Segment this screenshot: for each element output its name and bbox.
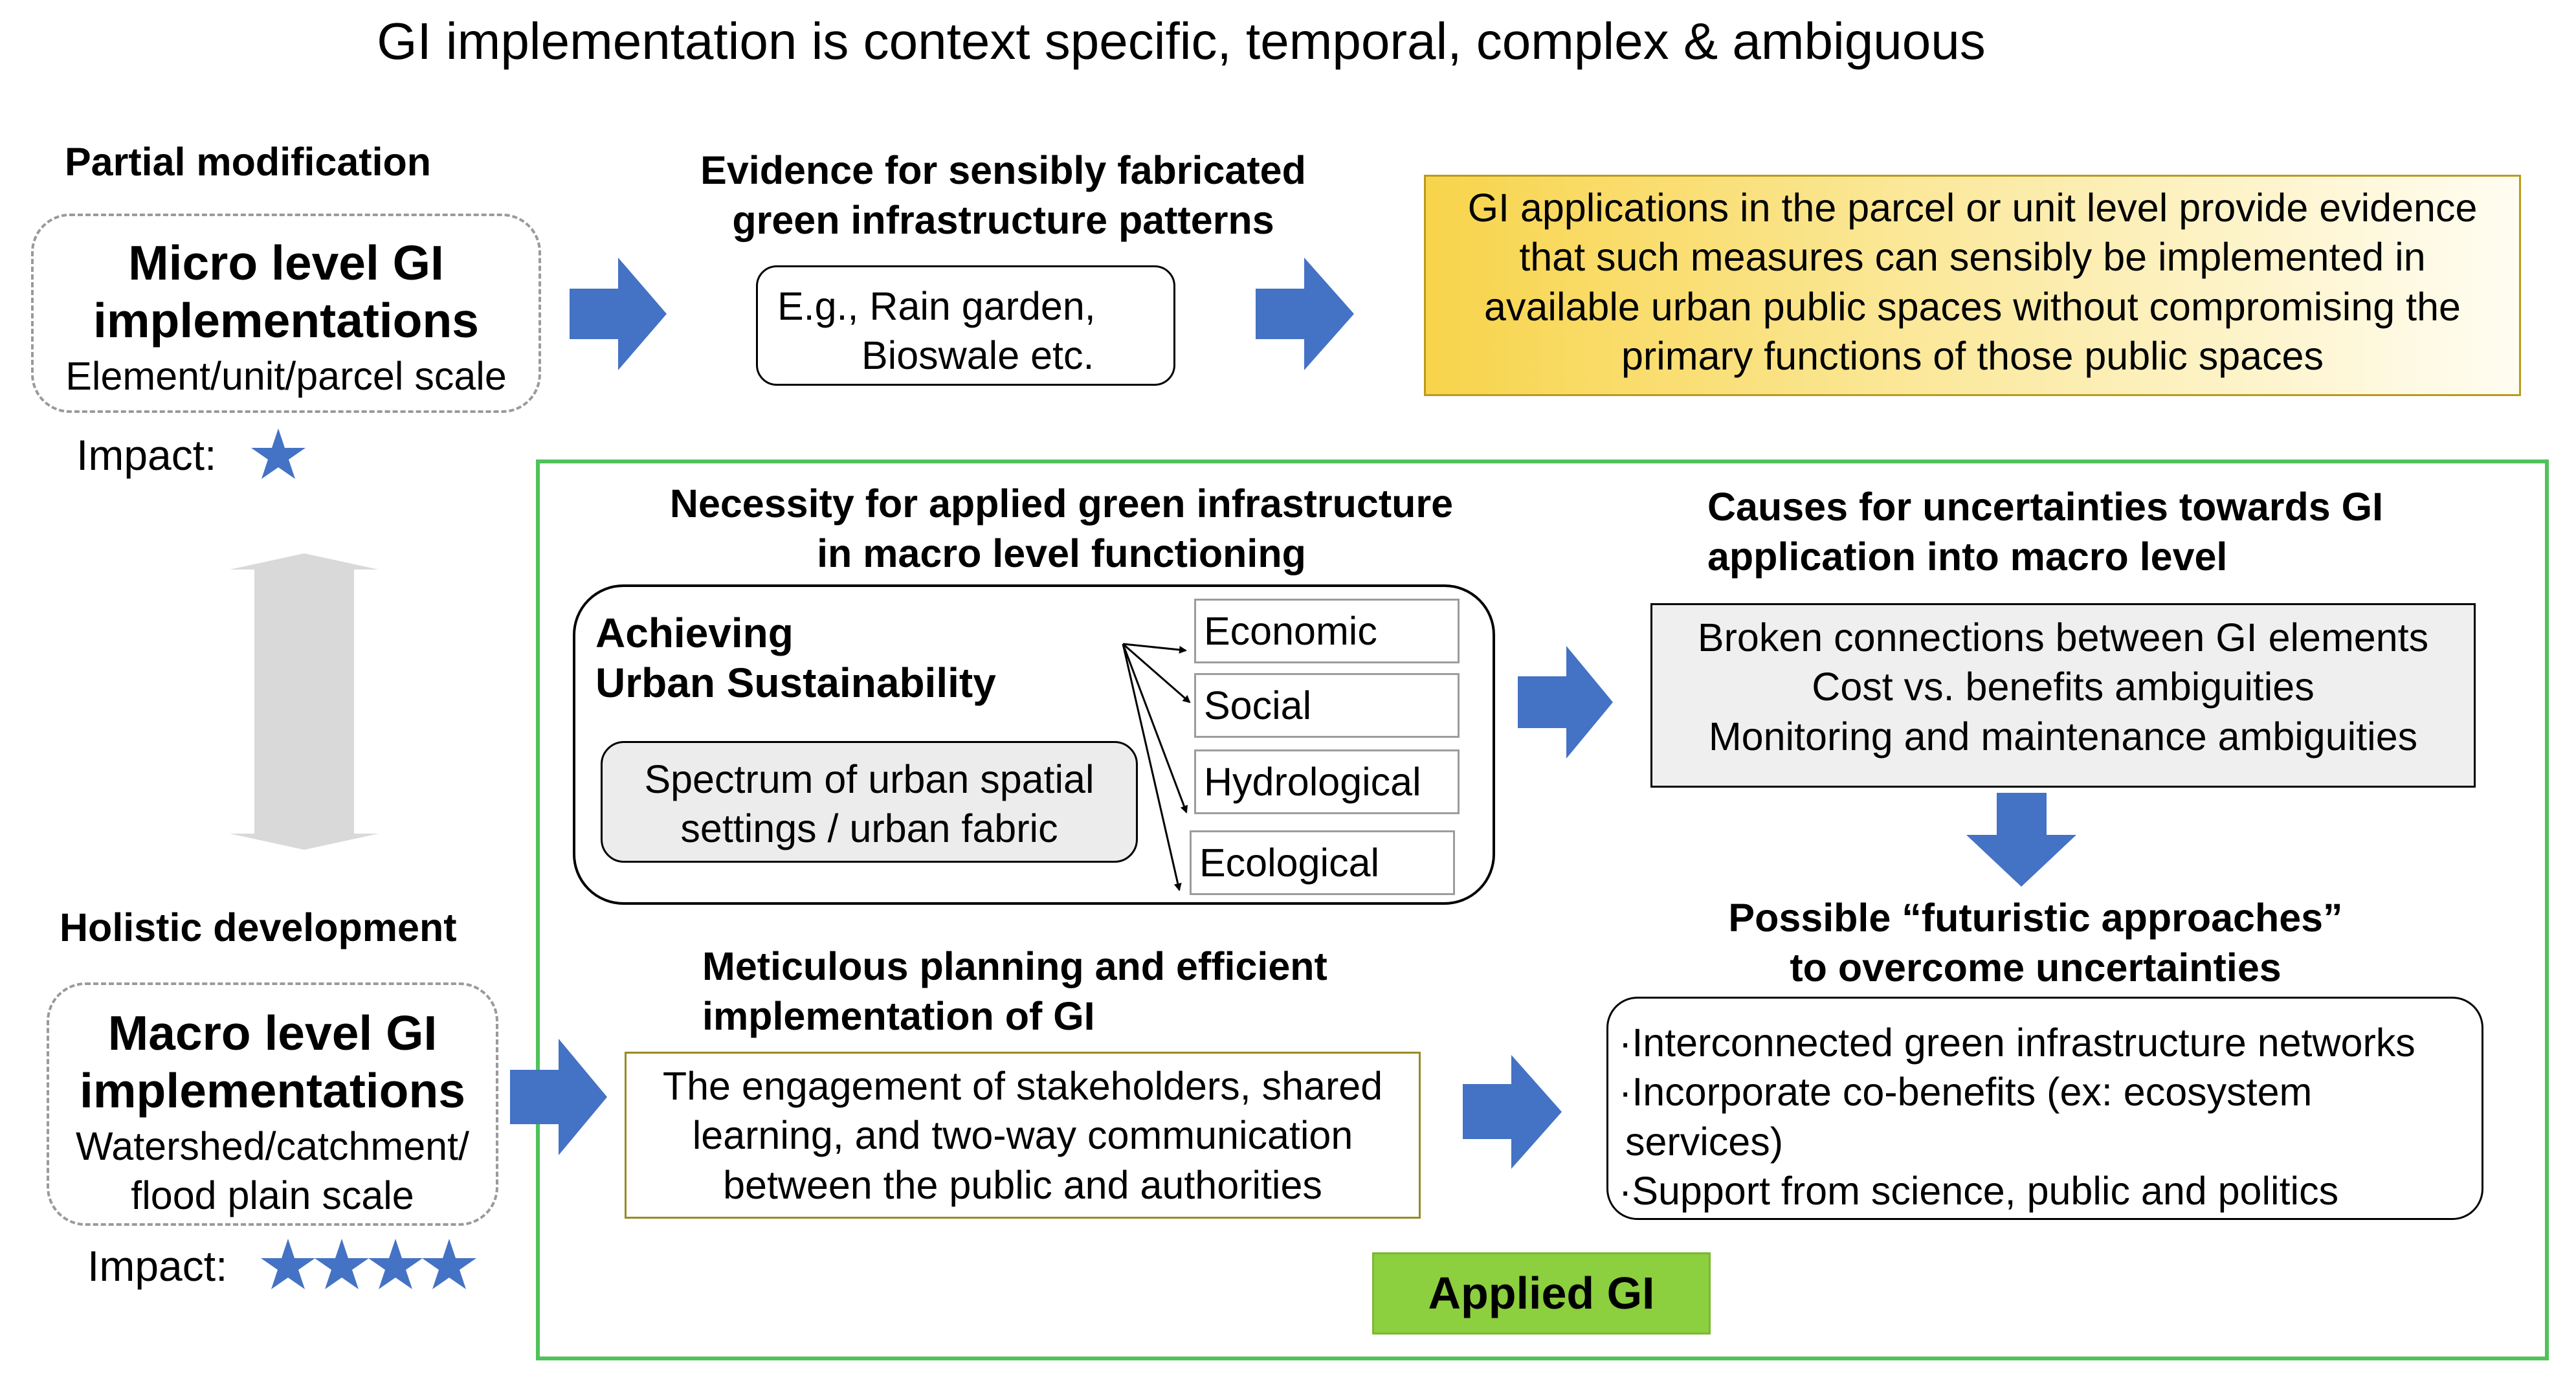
causes-heading-line1: Causes for uncertainties towards GI: [1707, 485, 2384, 529]
meticulous-line2: learning, and two-way communication: [692, 1113, 1353, 1158]
evidence-heading-line2: green infrastructure patterns: [732, 197, 1274, 242]
gi-applications-line3: available urban public spaces without co…: [1484, 284, 2461, 329]
meticulous-line3: between the public and authorities: [723, 1162, 1322, 1207]
futuristic-item-3: ·Support from science, public and politi…: [1619, 1168, 2339, 1213]
achieving-line2: Urban Sustainability: [595, 659, 996, 706]
arrow-meticulous-to-futuristic: [1463, 1055, 1562, 1169]
applied-gi-frame: [536, 460, 2549, 1360]
macro-impact-label: Impact:: [87, 1242, 228, 1290]
gi-applications-box: GI applications in the parcel or unit le…: [1424, 175, 2521, 396]
gi-applications-line1: GI applications in the parcel or unit le…: [1467, 186, 2478, 230]
meticulous-line1: The engagement of stakeholders, shared: [662, 1064, 1383, 1108]
star-icon: [368, 1239, 423, 1289]
macro-title-line1: Macro level GI: [107, 1006, 438, 1060]
applied-gi-label: Applied GI: [1372, 1252, 1711, 1335]
macro-impact-stars: [261, 1239, 476, 1289]
futuristic-heading-line2: to overcome uncertainties: [1790, 945, 2282, 990]
star-icon: [251, 428, 305, 479]
diagram-title: GI implementation is context specific, t…: [377, 12, 1986, 70]
causes-heading: Causes for uncertainties towards GI appl…: [1707, 482, 2383, 582]
category-ecological: Ecological: [1190, 830, 1455, 895]
necessity-heading-line1: Necessity for applied green infrastructu…: [669, 482, 1454, 526]
star-icon: [422, 1239, 476, 1289]
category-hydrological: Hydrological: [1194, 749, 1460, 814]
macro-scale-line2: flood plain scale: [131, 1173, 414, 1218]
arrow-causes-to-futuristic: [1966, 793, 2076, 887]
micro-impact-label: Impact:: [76, 431, 217, 479]
star-icon: [261, 1239, 315, 1289]
macro-level-box: Macro level GI implementations Watershed…: [47, 982, 498, 1226]
futuristic-box: ·Interconnected green infrastructure net…: [1606, 997, 2483, 1220]
micro-level-box: Micro level GI implementations Element/u…: [31, 214, 541, 413]
achieving-text: Achieving Urban Sustainability: [595, 608, 996, 708]
category-social: Social: [1194, 673, 1460, 738]
causes-item-2: Cost vs. benefits ambiguities: [1812, 665, 2315, 709]
evidence-example-box: E.g., Rain garden, Bioswale etc.: [756, 265, 1175, 386]
spectrum-box: Spectrum of urban spatial settings / urb…: [601, 741, 1138, 863]
category-economic: Economic: [1194, 599, 1460, 663]
necessity-heading: Necessity for applied green infrastructu…: [615, 479, 1508, 579]
meticulous-heading-line2: implementation of GI: [702, 993, 1095, 1038]
macro-scale-line1: Watershed/catchment/: [75, 1124, 469, 1168]
arrow-macro-to-meticulous: [510, 1039, 607, 1155]
gi-applications-line4: primary functions of those public spaces: [1621, 333, 2324, 378]
spectrum-line2: settings / urban fabric: [680, 806, 1058, 851]
partial-modification-label: Partial modification: [65, 140, 432, 184]
micro-scale: Element/unit/parcel scale: [65, 354, 507, 398]
causes-heading-line2: application into macro level: [1707, 534, 2228, 579]
macro-title-line2: implementations: [80, 1063, 465, 1118]
evidence-heading: Evidence for sensibly fabricated green i…: [667, 146, 1340, 245]
micro-title-line2: implementations: [93, 293, 479, 348]
causes-box: Broken connections between GI elements C…: [1650, 603, 2476, 788]
double-arrow-scale: [230, 553, 379, 850]
futuristic-heading-line1: Possible “futuristic approaches”: [1728, 896, 2343, 940]
spectrum-line1: Spectrum of urban spatial: [644, 757, 1094, 801]
star-icon: [315, 1239, 369, 1289]
meticulous-heading: Meticulous planning and efficient implem…: [702, 942, 1327, 1041]
arrow-necessity-to-causes: [1518, 646, 1613, 759]
causes-item-3: Monitoring and maintenance ambiguities: [1708, 714, 2418, 759]
futuristic-item-2: ·Incorporate co-benefits (ex: ecosystem: [1619, 1070, 2313, 1114]
causes-item-1: Broken connections between GI elements: [1697, 615, 2429, 659]
evidence-example-line1: E.g., Rain garden,: [777, 284, 1096, 328]
arrow-evidence-to-applications: [1256, 258, 1354, 370]
holistic-development-label: Holistic development: [60, 905, 457, 949]
micro-impact-stars: [251, 428, 305, 479]
gi-applications-line2: that such measures can sensibly be imple…: [1519, 235, 2426, 280]
achieving-line1: Achieving: [595, 610, 794, 656]
necessity-heading-line2: in macro level functioning: [817, 531, 1306, 575]
futuristic-item-1: ·Interconnected green infrastructure net…: [1619, 1021, 2415, 1065]
futuristic-heading: Possible “futuristic approaches” to over…: [1605, 893, 2466, 993]
micro-title-line1: Micro level GI: [128, 236, 444, 290]
meticulous-heading-line1: Meticulous planning and efficient: [702, 944, 1327, 988]
category-connectors: [1122, 643, 1191, 891]
meticulous-box: The engagement of stakeholders, shared l…: [625, 1052, 1421, 1219]
evidence-example-line2: Bioswale etc.: [861, 333, 1094, 377]
evidence-heading-line1: Evidence for sensibly fabricated: [700, 148, 1306, 192]
arrow-micro-to-evidence: [570, 258, 667, 370]
futuristic-item-2-continued: services): [1625, 1119, 1784, 1164]
